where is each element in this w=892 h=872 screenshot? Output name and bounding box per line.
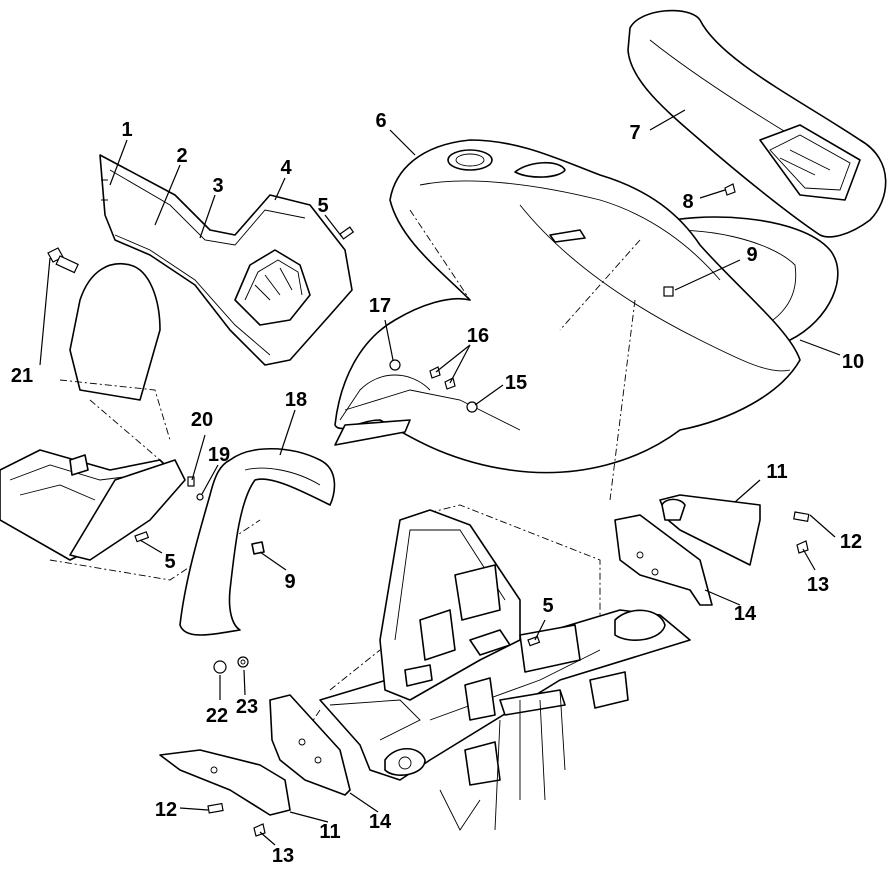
- callout-11-left: 11: [319, 821, 341, 843]
- hardware: [47, 183, 810, 837]
- front-fender: [334, 139, 801, 501]
- callout-5-left: 5: [164, 551, 176, 573]
- callout-6: 6: [375, 110, 387, 132]
- bracket-right: [614, 494, 761, 606]
- callout-17: 17: [368, 295, 392, 317]
- callout-20: 20: [190, 409, 214, 431]
- seat: [627, 9, 887, 238]
- callout-9-top: 9: [746, 244, 758, 266]
- callout-23: 23: [235, 696, 259, 718]
- callout-18: 18: [284, 389, 308, 411]
- callout-3: 3: [212, 175, 224, 197]
- callout-5-frame: 5: [542, 595, 554, 617]
- callout-22: 22: [205, 705, 229, 727]
- callout-16: 16: [466, 325, 490, 347]
- callout-21: 21: [10, 365, 34, 387]
- frame: [299, 504, 691, 831]
- callout-13-right: 13: [806, 574, 830, 596]
- callout-14-right: 14: [733, 603, 757, 625]
- callout-5-top: 5: [317, 195, 329, 217]
- footwell-left: [0, 263, 261, 581]
- callout-9-left: 9: [284, 571, 296, 593]
- callout-19: 19: [207, 444, 231, 466]
- callout-14-left: 14: [368, 811, 392, 833]
- callout-7: 7: [629, 122, 641, 144]
- bracket-left: [159, 694, 351, 816]
- callout-11-right: 11: [766, 461, 788, 483]
- callout-15: 15: [504, 372, 528, 394]
- callout-12-right: 12: [839, 531, 863, 553]
- callout-13-left: 13: [271, 845, 295, 867]
- callout-2: 2: [176, 145, 188, 167]
- callout-10: 10: [841, 351, 865, 373]
- callout-8: 8: [682, 191, 694, 213]
- mud-flap: [179, 447, 336, 636]
- callout-1: 1: [121, 119, 133, 141]
- callout-4: 4: [280, 157, 292, 179]
- leader-lines: [39, 109, 841, 846]
- side-panel-left: [99, 154, 353, 366]
- callout-12-left: 12: [154, 799, 178, 821]
